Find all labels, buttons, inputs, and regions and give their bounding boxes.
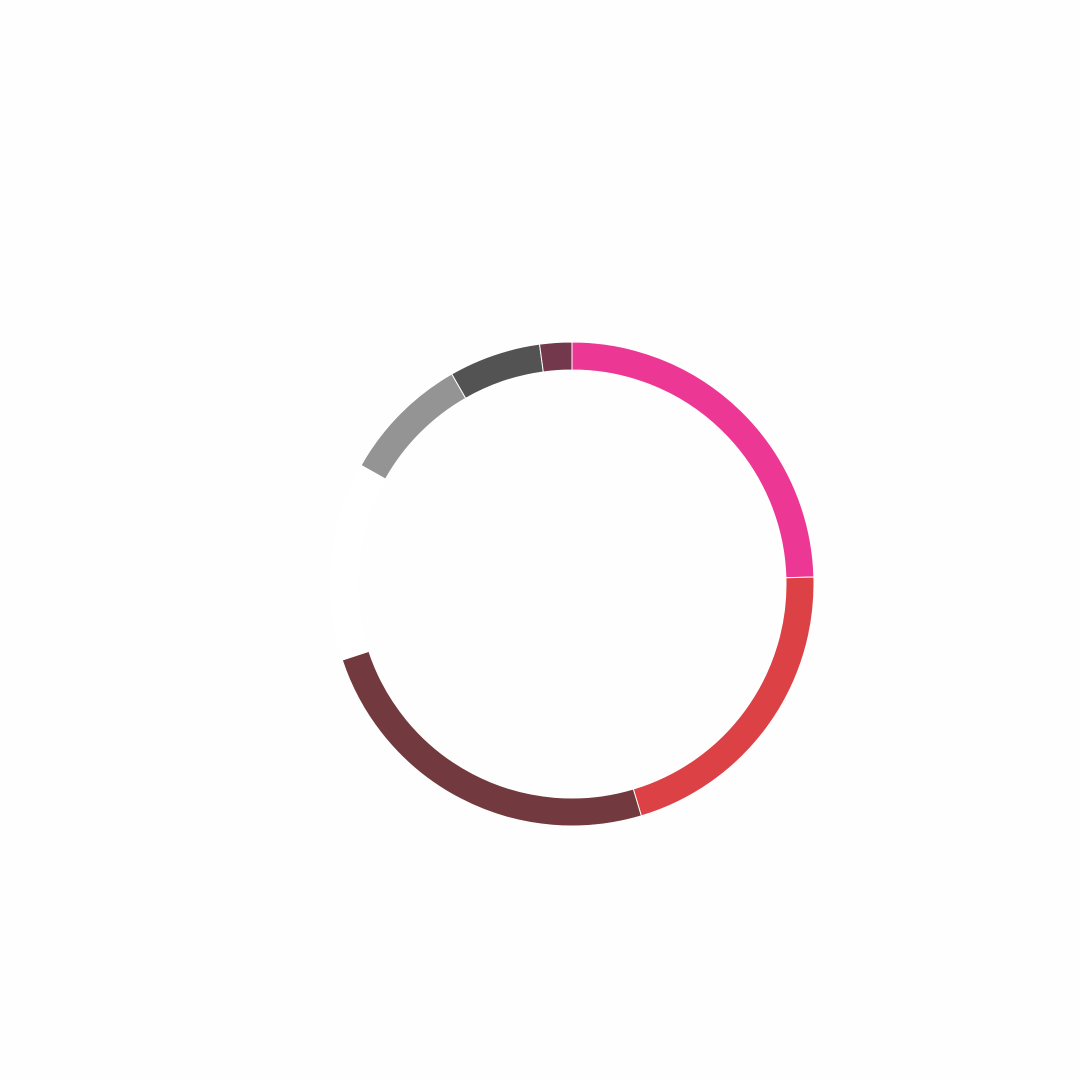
donut-slice-3[interactable]: [341, 650, 642, 827]
donut-slice-7[interactable]: [538, 341, 573, 373]
donut-slice-2[interactable]: [632, 576, 815, 817]
donut-slice-1[interactable]: [571, 341, 815, 579]
donut-slice-5[interactable]: [360, 373, 467, 480]
donut-slice-6[interactable]: [451, 343, 544, 399]
donut-slice-4[interactable]: [329, 464, 387, 661]
